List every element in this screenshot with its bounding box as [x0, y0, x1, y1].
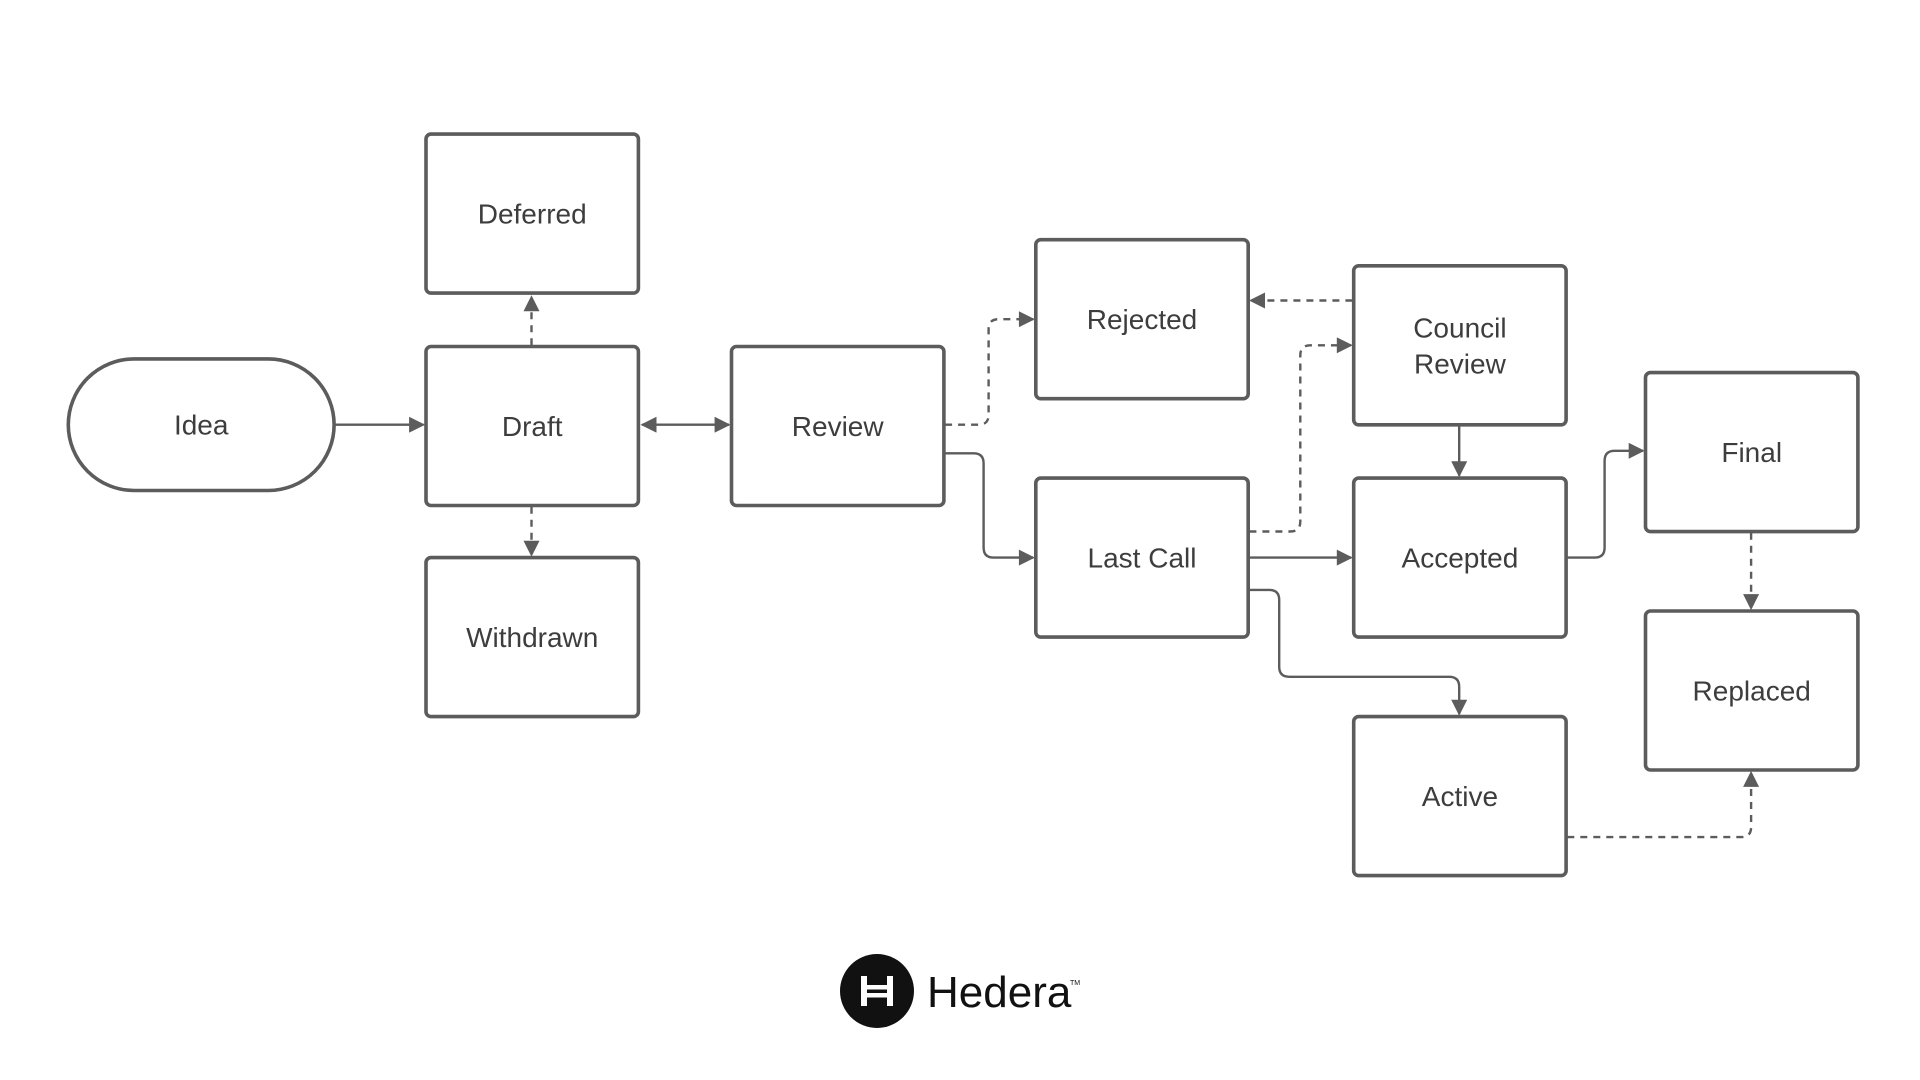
node-label: Rejected — [1087, 304, 1198, 335]
node-box — [1034, 237, 1251, 401]
node-box — [1351, 263, 1568, 427]
brand-name: Hedera — [927, 968, 1072, 1017]
node-label: Draft — [502, 411, 563, 442]
node-replaced: Replaced — [1643, 609, 1860, 772]
node-box — [729, 344, 946, 508]
hedera-h-icon — [840, 954, 914, 1028]
node-box — [1351, 714, 1568, 878]
node-final: Final — [1643, 370, 1860, 534]
node-label: Withdrawn — [466, 622, 598, 653]
node-draft: Draft — [424, 344, 641, 508]
node-label: Deferred — [478, 199, 587, 230]
node-box — [1643, 370, 1860, 534]
node-review: Review — [729, 344, 946, 508]
node-box — [1351, 476, 1568, 639]
edge-review-to-rejected — [945, 311, 1035, 426]
edge-review-to-last-call — [945, 452, 1035, 566]
node-rejected: Rejected — [1034, 237, 1251, 401]
brand-logo: Hedera TM — [840, 954, 1080, 1028]
node-label: Accepted — [1402, 543, 1519, 574]
edge-last-call-to-council-review — [1249, 337, 1353, 533]
node-withdrawn: Withdrawn — [424, 555, 641, 719]
node-label: Last Call — [1088, 543, 1197, 574]
node-label: Final — [1721, 437, 1782, 468]
edge-last-call-to-active — [1249, 588, 1468, 716]
node-box — [1643, 609, 1860, 772]
node-label: Replaced — [1693, 676, 1811, 707]
node-box — [424, 344, 641, 508]
node-last-call: Last Call — [1034, 476, 1251, 639]
node-accepted: Accepted — [1351, 476, 1568, 639]
edge-accepted-to-final — [1567, 442, 1645, 559]
node-active: Active — [1351, 714, 1568, 878]
node-idea: Idea — [66, 357, 336, 493]
node-box — [424, 132, 641, 295]
node-label: Review — [792, 411, 885, 442]
edge-active-to-replaced — [1567, 770, 1760, 839]
node-box — [1034, 476, 1251, 639]
node-deferred: Deferred — [424, 132, 641, 295]
brand-trademark: TM — [1070, 980, 1080, 987]
node-box — [424, 555, 641, 719]
edges-layer — [334, 292, 1760, 839]
node-label: Idea — [174, 410, 229, 441]
node-box — [66, 357, 336, 493]
node-label: Active — [1422, 781, 1498, 812]
